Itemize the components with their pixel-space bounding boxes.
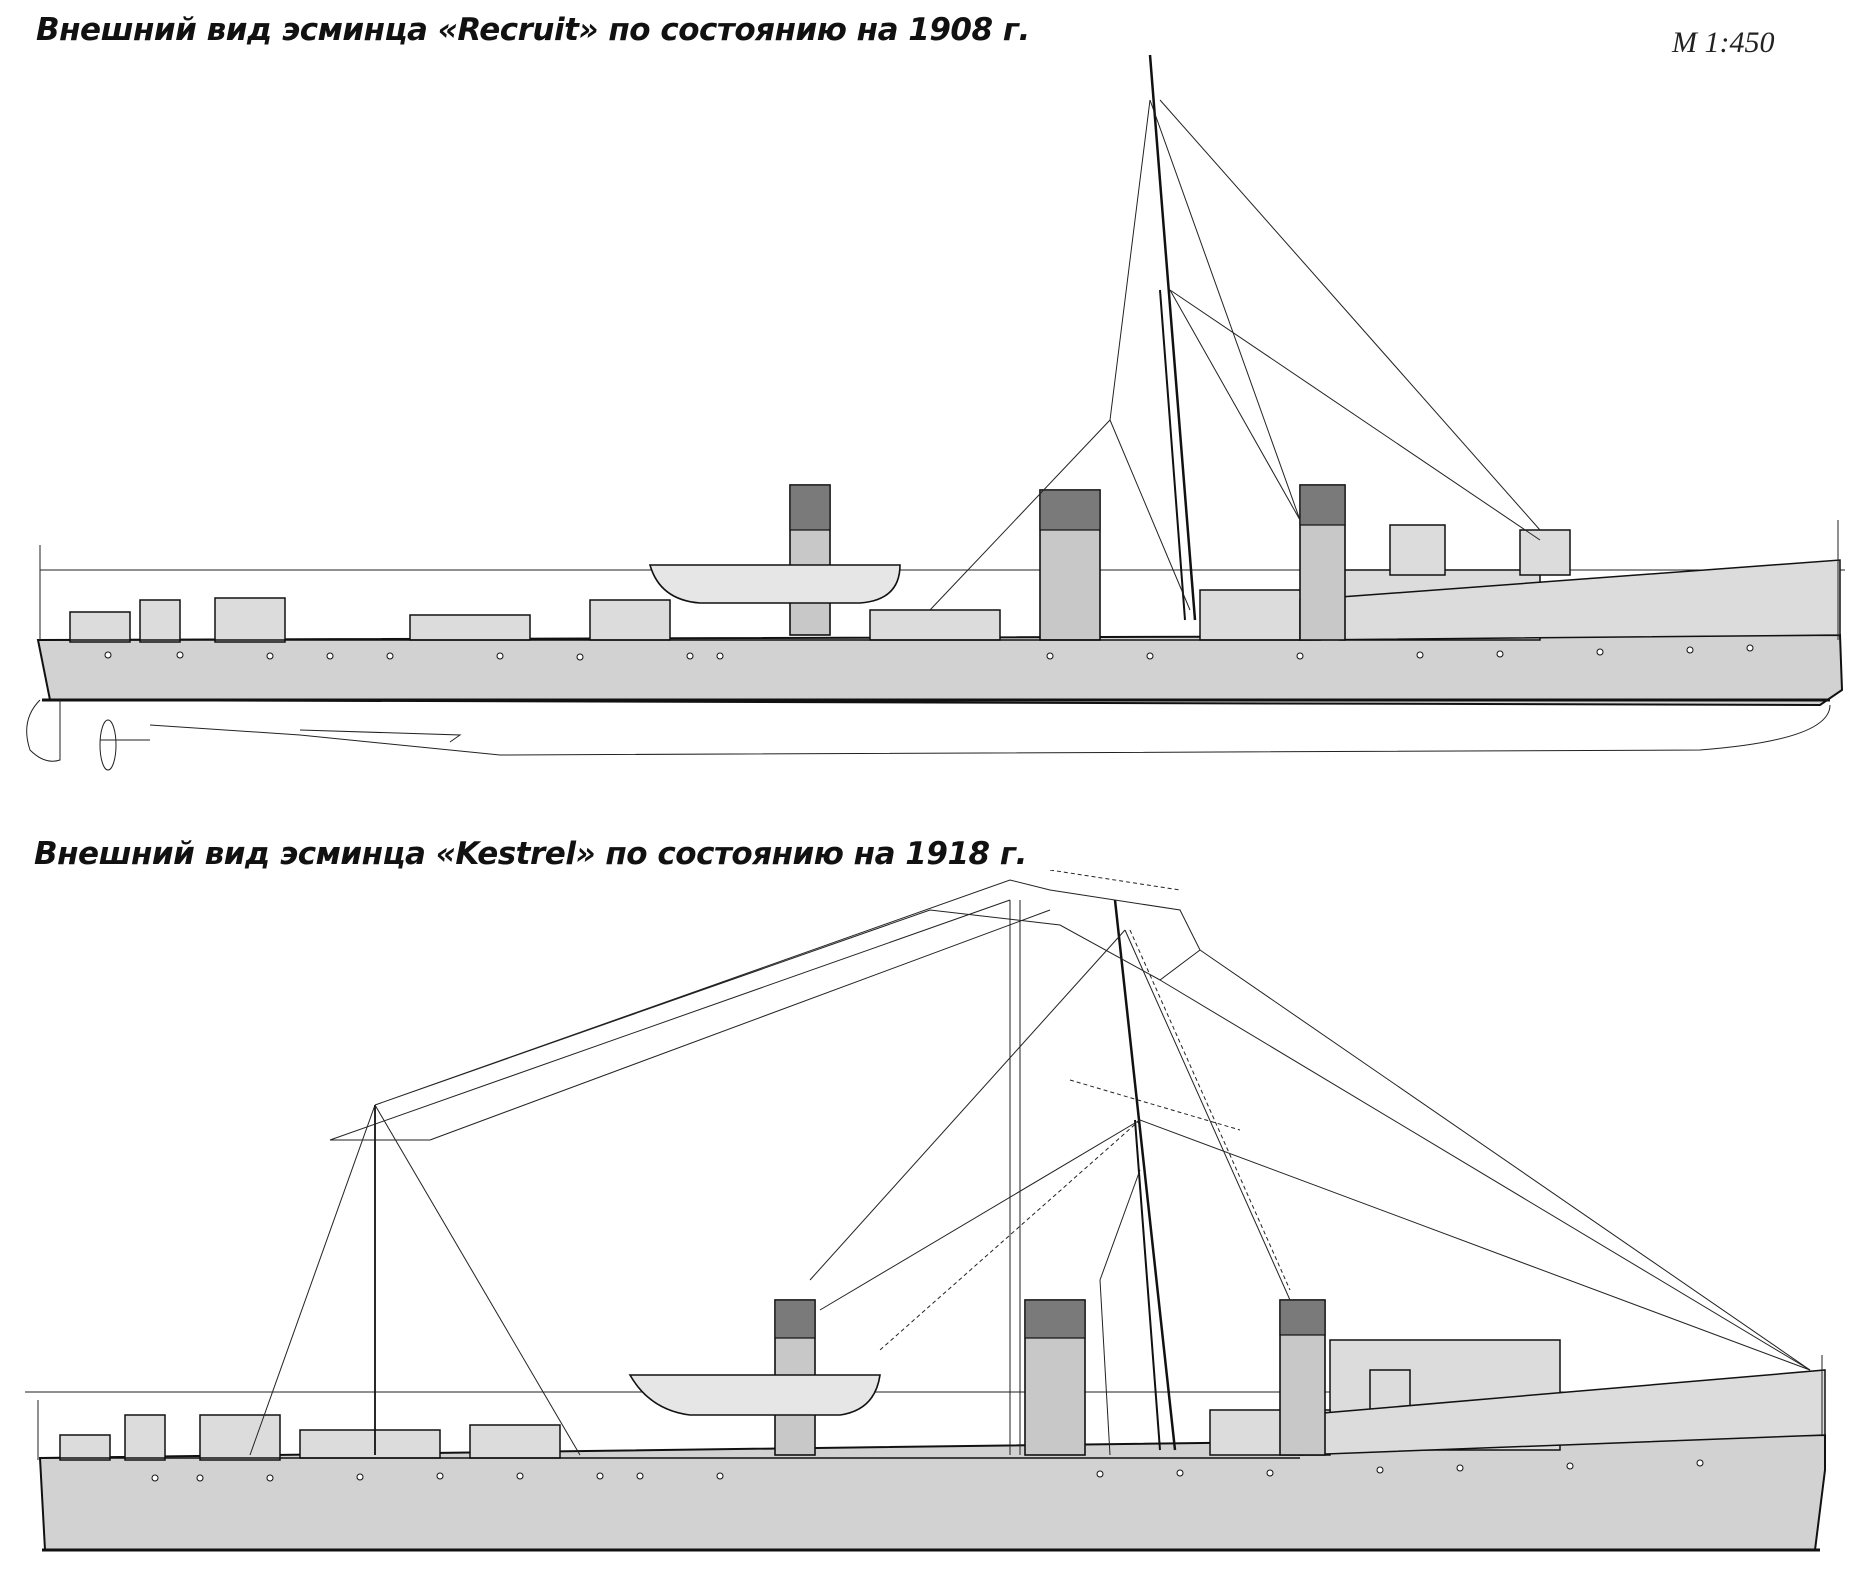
hull-recruit: [36, 633, 1844, 707]
mast-kestrel: [1113, 899, 1177, 1451]
scale-label: М 1:450: [1672, 26, 1775, 59]
drawing-title-kestrel: Внешний вид эсминца «Kestrel» по состоян…: [34, 836, 1027, 872]
ship-profile-recruit: [26, 54, 1845, 771]
boat-kestrel: [628, 1374, 881, 1416]
ship-profile-kestrel: [25, 870, 1826, 1552]
boat-recruit: [648, 564, 901, 604]
mast-recruit: [1148, 54, 1197, 621]
drawing-title-recruit: Внешний вид эсминца «Recruit» по состоян…: [36, 12, 1030, 48]
